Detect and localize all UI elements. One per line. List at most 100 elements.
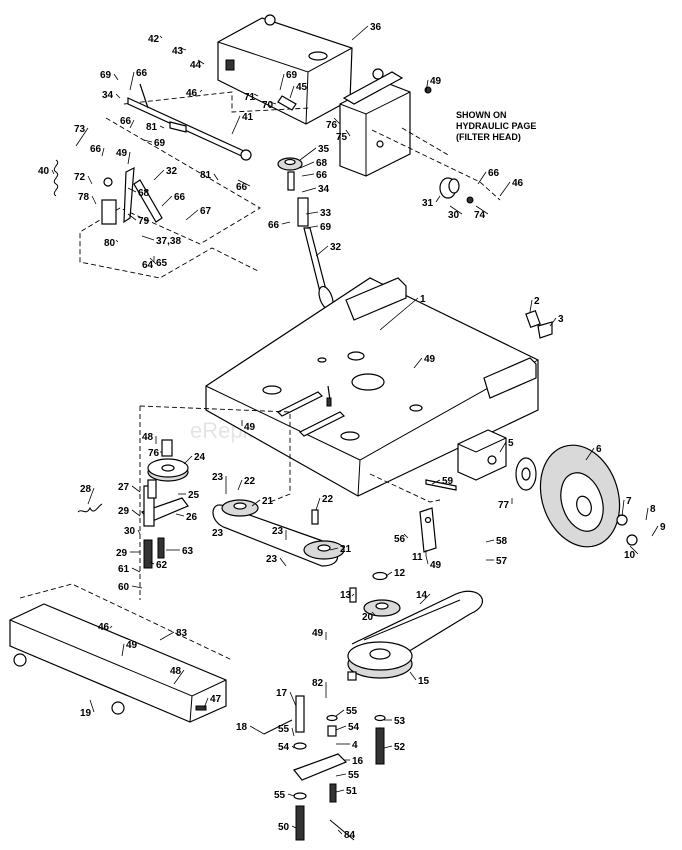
bolt-50 xyxy=(295,805,305,841)
idler-arm-26 xyxy=(141,479,189,527)
callout-40: 40 xyxy=(38,166,50,177)
svg-text:(FILTER HEAD): (FILTER HEAD) xyxy=(456,132,521,142)
callout-23: 23 xyxy=(212,528,224,539)
callout-32: 32 xyxy=(166,166,178,177)
callout-44: 44 xyxy=(190,60,202,71)
callout-leader-8 xyxy=(645,507,649,521)
control-bracket-36 xyxy=(217,14,384,125)
callout-leader-46 xyxy=(499,181,511,197)
callout-49: 49 xyxy=(116,148,128,159)
callout-leader-44 xyxy=(197,59,205,65)
callout-leader-50 xyxy=(291,825,297,829)
callout-leader-30 xyxy=(137,529,141,535)
bumper-19 xyxy=(9,603,227,723)
callout-76: 76 xyxy=(148,448,160,459)
callout-19: 19 xyxy=(80,708,92,719)
callout-64: 64 xyxy=(142,260,154,271)
callout-leader-34 xyxy=(301,187,317,193)
callout-75: 75 xyxy=(336,132,348,143)
callout-8: 8 xyxy=(650,504,656,515)
callout-leader-58 xyxy=(485,539,495,543)
drive-pulley-15 xyxy=(347,641,413,681)
callout-leader-66 xyxy=(129,71,135,91)
callout-49: 49 xyxy=(312,628,324,639)
callout-leader-34 xyxy=(115,93,121,99)
callout-49: 49 xyxy=(424,354,436,365)
callout-leader-41 xyxy=(231,115,241,135)
callout-leader-69 xyxy=(305,225,319,229)
callout-leader-32 xyxy=(153,169,165,181)
callout-79: 79 xyxy=(138,216,150,227)
callout-30: 30 xyxy=(124,526,136,537)
callout-66: 66 xyxy=(268,220,280,231)
callout-leader-2 xyxy=(529,299,533,313)
callout-leader-76 xyxy=(333,117,341,125)
callout-leader-69 xyxy=(279,73,285,91)
callout-leader-72 xyxy=(87,175,93,185)
callout-22: 22 xyxy=(244,476,256,487)
callout-leader-69 xyxy=(113,73,119,81)
callout-24: 24 xyxy=(194,452,206,463)
callout-66: 66 xyxy=(136,68,148,79)
callout-leader-18 xyxy=(249,725,265,735)
bolt-63 xyxy=(157,537,165,559)
callout-23: 23 xyxy=(266,554,278,565)
callout-leader-13 xyxy=(351,593,355,597)
callout-1: 1 xyxy=(420,294,426,305)
callout-leader-78 xyxy=(91,195,97,205)
callout-leader-22 xyxy=(315,497,321,511)
svg-text:HYDRAULIC PAGE: HYDRAULIC PAGE xyxy=(456,121,536,131)
deck-plate-1 xyxy=(205,277,539,497)
callout-72: 72 xyxy=(74,172,86,183)
callout-4: 4 xyxy=(352,740,358,751)
callout-leader-51 xyxy=(335,789,345,793)
callout-70: 70 xyxy=(262,100,274,111)
callout-61: 61 xyxy=(118,564,130,575)
callout-leader-23 xyxy=(279,557,287,567)
callout-34: 34 xyxy=(318,184,330,195)
callout-leader-79 xyxy=(127,213,137,221)
pivot-bracket-75 xyxy=(339,71,411,177)
callout-leader-5 xyxy=(499,441,507,453)
callout-48: 48 xyxy=(142,432,154,443)
callout-leader-66 xyxy=(237,179,251,187)
callout-58: 58 xyxy=(496,536,508,547)
callout-65: 65 xyxy=(156,258,168,269)
callout-leader-22 xyxy=(237,479,243,491)
callout-69: 69 xyxy=(154,138,166,149)
callout-46: 46 xyxy=(186,88,198,99)
pulley-35 xyxy=(277,157,303,191)
bolt-60 xyxy=(143,539,153,569)
callout-leader-64 xyxy=(149,257,157,265)
callout-54: 54 xyxy=(348,722,360,733)
callout-9: 9 xyxy=(660,522,666,533)
callout-29: 29 xyxy=(118,506,130,517)
callout-leader-20 xyxy=(371,611,377,617)
callout-leader-66 xyxy=(301,173,315,177)
washer-12 xyxy=(372,571,388,581)
callout-leader-42 xyxy=(159,35,163,39)
callout-66: 66 xyxy=(236,182,248,193)
callout-32: 32 xyxy=(330,242,342,253)
callout-leader-12 xyxy=(385,571,393,577)
hub-5 xyxy=(515,457,537,491)
spring-40 xyxy=(53,159,59,197)
callout-81: 81 xyxy=(146,122,158,133)
callout-55: 55 xyxy=(278,724,290,735)
callout-leader-21 xyxy=(251,499,261,507)
callout-51: 51 xyxy=(346,786,358,797)
callout-49: 49 xyxy=(244,422,256,433)
callout-leader-81 xyxy=(159,125,165,129)
callout-leader-75 xyxy=(345,129,351,137)
callout-46: 46 xyxy=(512,178,524,189)
callout-leader-55 xyxy=(335,773,347,777)
callout-leader-46 xyxy=(199,89,203,93)
callout-22: 22 xyxy=(322,494,334,505)
callout-52: 52 xyxy=(394,742,406,753)
spring-28 xyxy=(77,503,103,513)
callout-25: 25 xyxy=(188,490,200,501)
callout-80: 80 xyxy=(104,238,116,249)
callout-leader-47 xyxy=(203,697,209,709)
